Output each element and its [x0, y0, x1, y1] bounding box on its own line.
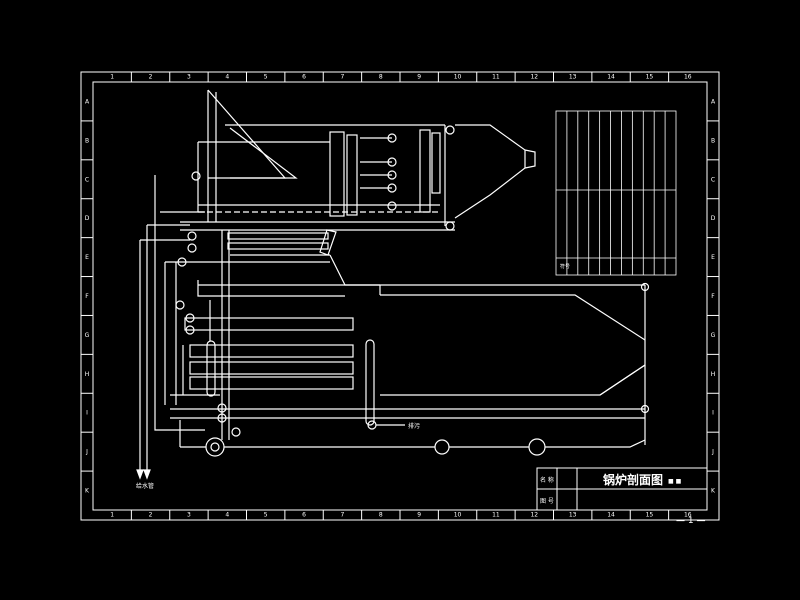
row-tick-C-left: C [85, 176, 89, 183]
column-tick-15-bottom: 15 [646, 512, 654, 519]
column-tick-16-bottom: 16 [684, 512, 692, 519]
row-tick-C-right: C [711, 176, 715, 183]
row-tick-B-left: B [85, 137, 89, 144]
column-tick-14-bottom: 14 [607, 512, 615, 519]
row-tick-A-left: A [85, 98, 90, 105]
row-tick-K-right: K [711, 488, 716, 495]
column-tick-5-top: 5 [264, 74, 268, 81]
row-zone-dividers [81, 120, 719, 472]
row-tick-F-right: F [711, 293, 715, 300]
column-tick-3-top: 3 [187, 74, 191, 81]
legend-header: 符号 [560, 263, 570, 270]
column-tick-4-bottom: 4 [225, 512, 229, 519]
outer-frame [80, 71, 720, 521]
drawing-title-suffix: ■ ■ [668, 478, 682, 485]
column-tick-4-top: 4 [225, 74, 229, 81]
column-tick-2-top: 2 [149, 74, 153, 81]
column-tick-6-top: 6 [302, 74, 306, 81]
drawing-no-label: 图 号 [540, 498, 554, 505]
row-tick-H-right: H [711, 371, 716, 378]
supply-arrows [136, 469, 151, 480]
row-tick-K-left: K [85, 488, 90, 495]
row-tick-G-right: G [711, 332, 716, 339]
column-tick-2-bottom: 2 [149, 512, 153, 519]
row-tick-G-left: G [85, 332, 90, 339]
row-tick-D-right: D [711, 215, 716, 222]
column-tick-7-top: 7 [341, 74, 345, 81]
column-tick-3-bottom: 3 [187, 512, 191, 519]
row-tick-E-left: E [85, 254, 89, 261]
flue-outlet [524, 149, 536, 169]
column-tick-16-top: 16 [684, 74, 692, 81]
row-tick-F-left: F [85, 293, 89, 300]
column-tick-9-bottom: 9 [417, 512, 421, 519]
column-tick-10-top: 10 [454, 74, 462, 81]
column-tick-8-top: 8 [379, 74, 383, 81]
legend-table [555, 110, 677, 276]
column-tick-labels: 1122334455667788991010111112121313141415… [110, 74, 692, 519]
column-tick-5-bottom: 5 [264, 512, 268, 519]
title-block [536, 467, 708, 511]
column-tick-6-bottom: 6 [302, 512, 306, 519]
column-tick-12-bottom: 12 [530, 512, 538, 519]
column-tick-1-bottom: 1 [110, 512, 114, 519]
column-tick-10-bottom: 10 [454, 512, 462, 519]
pipe-label-mid: 排污 [408, 422, 420, 430]
inner-frame [92, 81, 708, 511]
column-tick-12-top: 12 [530, 74, 538, 81]
column-tick-1-top: 1 [110, 74, 114, 81]
column-tick-13-bottom: 13 [569, 512, 577, 519]
row-tick-H-left: H [85, 371, 90, 378]
column-tick-11-bottom: 11 [492, 512, 500, 519]
column-tick-7-bottom: 7 [341, 512, 345, 519]
column-tick-8-bottom: 8 [379, 512, 383, 519]
row-tick-J-left: J [85, 449, 88, 456]
column-tick-11-top: 11 [492, 74, 500, 81]
drawing-title: 锅炉剖面图 [603, 472, 663, 487]
row-tick-I-left: I [86, 410, 88, 417]
row-tick-J-right: J [711, 449, 714, 456]
row-tick-E-right: E [711, 254, 715, 261]
page-number: — 1 — [676, 516, 706, 526]
boiler-schematic [139, 89, 650, 470]
pipe-label-left: 给水管 [136, 482, 154, 490]
row-tick-I-right: I [712, 410, 714, 417]
column-tick-9-top: 9 [417, 74, 421, 81]
row-tick-labels: A A B B C C D D E E F F G G H H I I J J K K [85, 98, 716, 494]
row-tick-B-right: B [711, 137, 715, 144]
column-tick-15-top: 15 [646, 74, 654, 81]
row-tick-A-right: A [711, 98, 716, 105]
furnace-upper-outline [207, 89, 287, 179]
column-zone-dividers [130, 72, 670, 520]
column-tick-14-top: 14 [607, 74, 615, 81]
row-tick-D-left: D [85, 215, 90, 222]
column-tick-13-top: 13 [569, 74, 577, 81]
name-label: 名 称 [540, 476, 554, 484]
hopper-outline [454, 124, 526, 219]
